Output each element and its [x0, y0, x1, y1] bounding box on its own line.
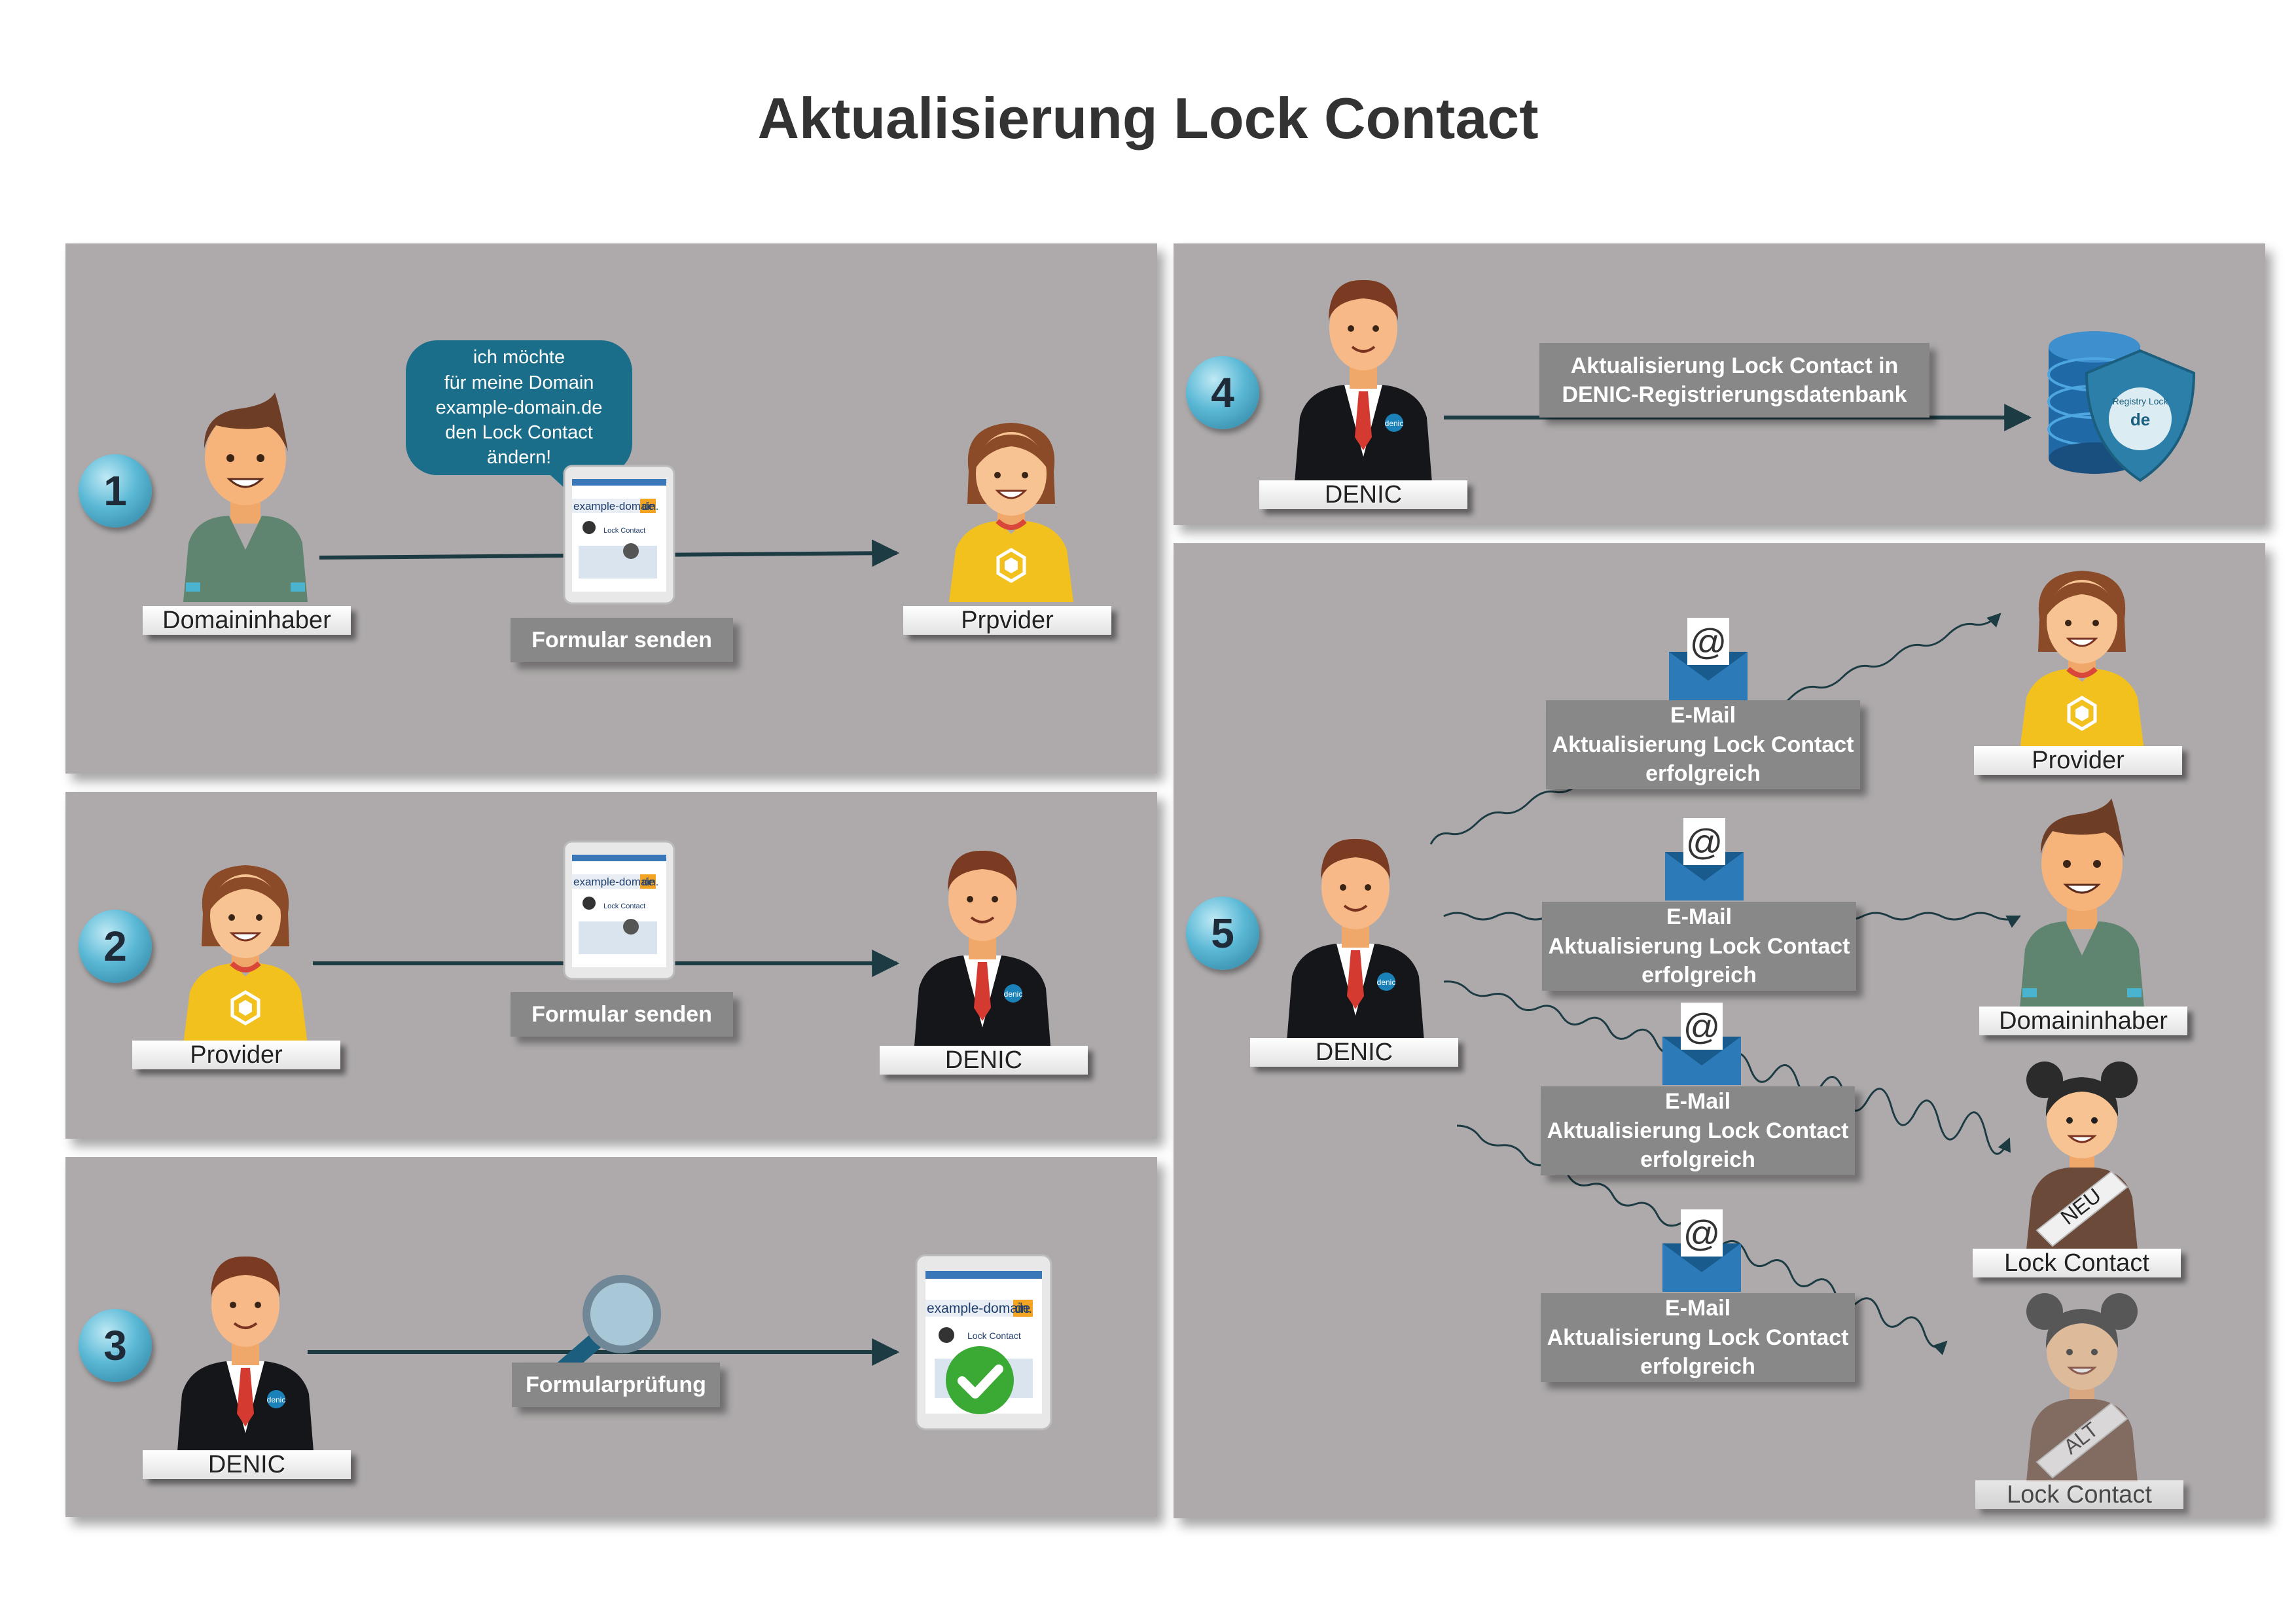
action-label: Formular senden — [531, 1001, 712, 1027]
email-line: erfolgreich — [1640, 1354, 1755, 1380]
email-line: Aktualisierung Lock Contact — [1552, 732, 1854, 757]
denic-tie-logo: denic — [1377, 978, 1396, 987]
bubble-line: den Lock Contact — [445, 422, 593, 444]
form-subtitle-text: Lock Contact — [603, 527, 645, 535]
denic-tie-logo: denic — [1385, 419, 1404, 428]
action-box-step-4: Aktualisierung Lock Contact in DENIC-Reg… — [1539, 343, 1929, 418]
bubble-line: für meine Domain — [444, 372, 594, 393]
email-line: Aktualisierung Lock Contact — [1548, 933, 1850, 959]
actor-label-lock-contact-alt: Lock Contact — [1975, 1480, 2183, 1509]
actor-label-provider: Prpvider — [903, 606, 1111, 635]
domaininhaber-figure — [183, 393, 308, 602]
form-domain-text: example-domain. — [927, 1301, 1032, 1316]
shield-text: Registry Lock — [2113, 396, 2169, 406]
denic-figure: denic — [177, 1256, 314, 1459]
envelope-icon: @ — [1665, 818, 1744, 901]
tablet-form-icon: example-domain. de Lock Contact — [563, 840, 675, 980]
form-tld-text: de — [1015, 1301, 1030, 1316]
actor-label-domaininhaber: Domaininhaber — [1979, 1007, 2187, 1035]
email-line: Aktualisierung Lock Contact — [1547, 1325, 1849, 1350]
step-badge-1: 1 — [79, 454, 152, 527]
form-tld-text: de — [642, 876, 655, 888]
shield-tld: de — [2130, 410, 2150, 429]
denic-figure: denic — [1295, 279, 1432, 483]
actor-label-provider: Provider — [132, 1041, 340, 1069]
checkmark-icon — [946, 1346, 1014, 1414]
provider-figure — [949, 423, 1073, 602]
form-subtitle-text: Lock Contact — [967, 1330, 1021, 1341]
actor-label-denic: DENIC — [1250, 1038, 1458, 1067]
action-label: Formularprüfung — [526, 1372, 706, 1397]
wavy-arrow-lock-contact-neu — [1443, 980, 2011, 1155]
tablet-form-icon: example-domain. de Lock Contact — [563, 465, 675, 605]
email-line: Aktualisierung Lock Contact — [1547, 1118, 1849, 1143]
at-symbol: @ — [1683, 1006, 1721, 1047]
actor-label-provider: Provider — [1974, 746, 2182, 775]
domaininhaber-figure — [2020, 798, 2144, 1008]
email-line: erfolgreich — [1645, 761, 1761, 787]
denic-figure: denic — [914, 850, 1051, 1054]
email-title: E-Mail — [1670, 702, 1736, 728]
tablet-form-icon: example-domain. de Lock Contact — [915, 1254, 1052, 1431]
envelope-icon: @ — [1662, 1209, 1741, 1292]
envelope-icon: @ — [1669, 618, 1748, 700]
actor-label-denic: DENIC — [880, 1046, 1088, 1075]
action-box-step-3: Formularprüfung — [512, 1363, 720, 1407]
email-box-lock-contact-alt: E-Mail Aktualisierung Lock Contact erfol… — [1541, 1293, 1855, 1382]
action-label: DENIC-Registrierungsdatenbank — [1562, 382, 1907, 407]
actor-label-domaininhaber: Domaininhaber — [143, 606, 351, 635]
at-symbol: @ — [1683, 1213, 1721, 1254]
actor-label-denic: DENIC — [143, 1450, 351, 1479]
denic-tie-logo: denic — [1004, 990, 1023, 999]
provider-figure — [2020, 571, 2144, 750]
denic-tie-logo: denic — [267, 1395, 286, 1404]
form-tld-text: de — [642, 500, 655, 512]
bubble-line: example-domain.de — [435, 397, 603, 418]
lock-contact-neu-figure: NEU — [2026, 1061, 2138, 1250]
form-domain-text: example-domain. — [573, 876, 658, 888]
email-title: E-Mail — [1664, 1088, 1731, 1114]
shield-icon: Registry Lock de — [2085, 349, 2196, 482]
action-box-step-2: Formular senden — [511, 992, 733, 1037]
at-symbol: @ — [1686, 821, 1723, 863]
email-title: E-Mail — [1664, 1295, 1731, 1321]
step-badge-5: 5 — [1186, 897, 1259, 970]
speech-bubble: ich möchte für meine Domain example-doma… — [406, 340, 632, 475]
at-symbol: @ — [1690, 621, 1727, 662]
email-box-domaininhaber: E-Mail Aktualisierung Lock Contact erfol… — [1542, 902, 1856, 991]
email-box-lock-contact-neu: E-Mail Aktualisierung Lock Contact erfol… — [1541, 1086, 1855, 1175]
step-badge-3: 3 — [79, 1309, 152, 1382]
denic-figure: denic — [1287, 838, 1424, 1042]
email-line: erfolgreich — [1640, 1147, 1755, 1173]
step-badge-4: 4 — [1186, 356, 1259, 429]
action-label: Formular senden — [531, 627, 712, 652]
email-title: E-Mail — [1666, 904, 1732, 929]
email-line: erfolgreich — [1641, 963, 1757, 988]
envelope-icon: @ — [1662, 1003, 1741, 1085]
bubble-line: ändern! — [486, 447, 552, 469]
lock-contact-alt-figure: ALT — [2026, 1293, 2138, 1482]
bubble-line: ich möchte — [473, 347, 565, 368]
action-box-step-1: Formular senden — [511, 618, 733, 662]
provider-figure — [183, 865, 308, 1044]
step-badge-2: 2 — [79, 910, 152, 983]
form-subtitle-text: Lock Contact — [603, 902, 645, 910]
form-domain-text: example-domain. — [573, 500, 658, 512]
actor-label-denic: DENIC — [1259, 480, 1467, 509]
action-label: Aktualisierung Lock Contact in — [1570, 353, 1899, 378]
page-title: Aktualisierung Lock Contact — [757, 86, 1539, 151]
actor-label-lock-contact-neu: Lock Contact — [1973, 1249, 2181, 1277]
email-box-provider: E-Mail Aktualisierung Lock Contact erfol… — [1546, 700, 1860, 789]
